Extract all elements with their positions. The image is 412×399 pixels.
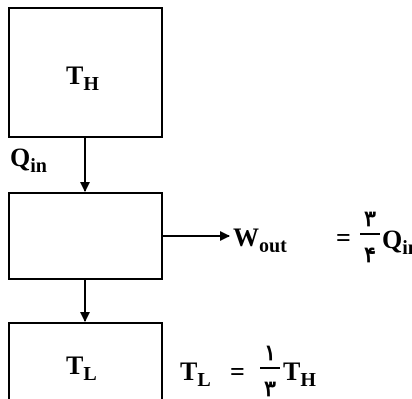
hot-reservoir-box [8,7,163,138]
engine-box [8,192,163,280]
work-out-fraction-numerator: ٣ [364,206,376,231]
cold-relation-fraction-numerator: ١ [264,340,276,365]
heat-in-label: Qin [10,143,47,177]
cold-relation-equals: = [230,357,245,386]
work-out-label: Wout [233,223,287,257]
hot-reservoir-label: TH [66,61,99,95]
work-out-heat-term: Qin [382,225,412,259]
cold-reservoir-label: TL [66,351,97,385]
cold-relation-lhs: TL [180,357,211,391]
work-out-equals: = [336,223,351,252]
cold-relation-fraction-denominator: ٣ [264,376,276,399]
cold-relation-rhs: TH [283,357,316,391]
work-out-fraction-denominator: ۴ [364,242,376,267]
cold-reservoir-box [8,322,163,399]
